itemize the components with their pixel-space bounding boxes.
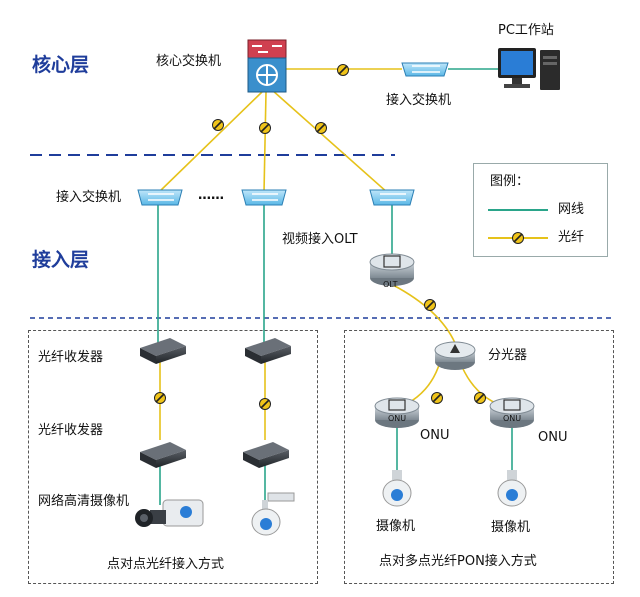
access-switch-2-icon xyxy=(241,189,287,206)
fiber-transceiver-label-1: 光纤收发器 xyxy=(38,350,104,365)
camera-label-2: 摄像机 xyxy=(491,520,531,535)
olt-icon-text: OLT xyxy=(383,280,398,289)
core-layer-label: 核心层 xyxy=(32,54,90,76)
legend-fiber-marker-icon xyxy=(512,232,524,244)
fiber-transceiver-2-icon xyxy=(245,338,291,364)
dome-camera-2-icon xyxy=(382,470,412,507)
p2p-group-box xyxy=(28,330,318,584)
camera-label-1: 摄像机 xyxy=(376,519,416,534)
core-switch-icon xyxy=(247,39,287,93)
pc-station-label: PC工作站 xyxy=(498,23,554,38)
legend-network-cable-label: 网线 xyxy=(558,202,585,217)
network-camera-icon xyxy=(135,499,204,527)
video-olt-label: 视频接入OLT xyxy=(282,232,358,247)
access-switch-1-icon xyxy=(137,189,183,206)
p2mp-mode-label: 点对多点光纤PON接入方式 xyxy=(379,554,537,569)
p2mp-group-box xyxy=(344,330,614,584)
fiber-transceiver-1-icon xyxy=(140,338,186,364)
splitter-label: 分光器 xyxy=(488,348,528,363)
olt-icon xyxy=(369,253,415,286)
dome-camera-3-icon xyxy=(497,470,527,507)
pc-workstation-icon xyxy=(498,48,560,90)
splitter-icon xyxy=(434,341,476,370)
onu-label-1: ONU xyxy=(420,428,450,443)
access-switch-left-label: 接入交换机 xyxy=(56,190,122,205)
fiber-transceiver-3-icon xyxy=(140,442,186,468)
fiber-transceiver-4-icon xyxy=(243,442,289,468)
core-switch-label: 核心交换机 xyxy=(156,54,222,69)
dome-camera-1-icon xyxy=(251,492,295,536)
onu-icon-text-1: ONU xyxy=(388,414,407,423)
fiber-markers xyxy=(154,64,486,410)
onu-icon-text-2: ONU xyxy=(503,414,522,423)
network-camera-label: 网络高清摄像机 xyxy=(38,494,130,509)
onu-label-2: ONU xyxy=(538,430,568,445)
legend-title: 图例： xyxy=(490,174,530,189)
access-switch-top-label: 接入交换机 xyxy=(386,93,452,108)
network-cable-links xyxy=(157,68,513,505)
legend-swatches xyxy=(488,209,548,244)
fiber-transceiver-label-2: 光纤收发器 xyxy=(38,423,104,438)
p2p-mode-label: 点对点光纤接入方式 xyxy=(107,557,225,572)
onu-2-icon xyxy=(489,397,535,428)
dots-label: …… xyxy=(198,188,224,203)
access-switch-3-icon xyxy=(369,189,415,206)
legend: 图例： 网线 光纤 xyxy=(473,163,608,257)
access-switch-top-icon xyxy=(401,62,449,77)
onu-1-icon xyxy=(374,397,420,428)
legend-fiber-label: 光纤 xyxy=(558,230,585,245)
access-layer-label: 接入层 xyxy=(32,249,90,271)
